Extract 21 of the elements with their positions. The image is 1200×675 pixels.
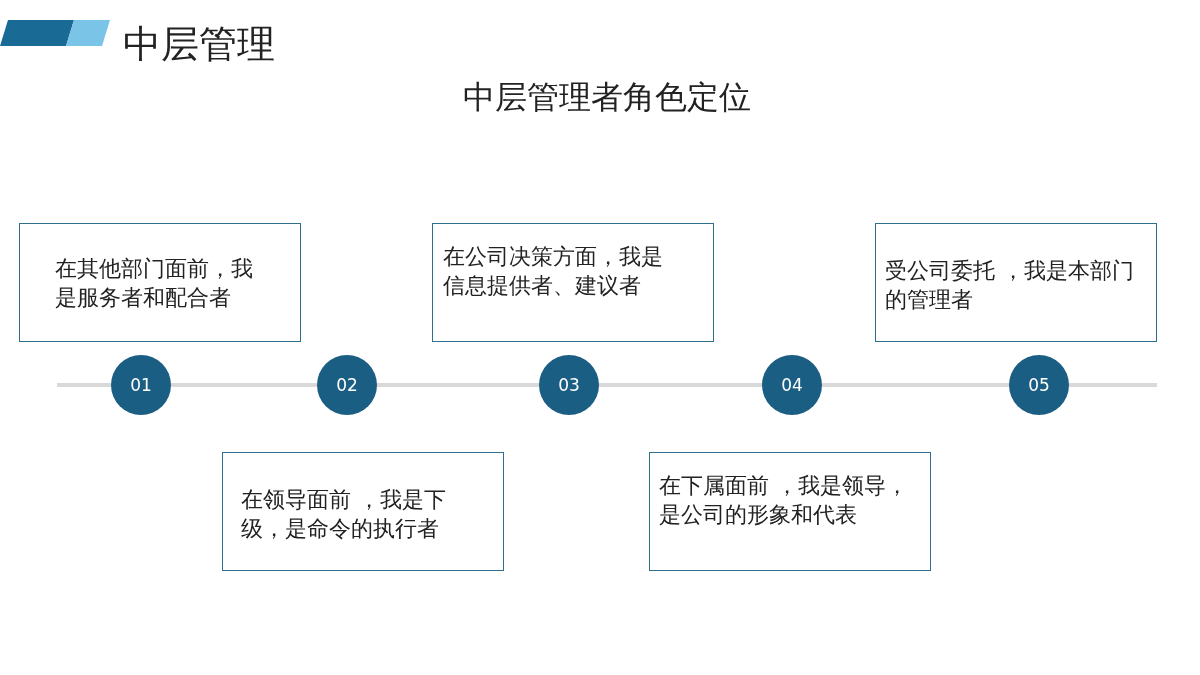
text-box (432, 223, 714, 342)
box-text: 在其他部门面前，我是服务者和配合者 (55, 255, 254, 312)
text-box (649, 452, 931, 571)
page-title: 中层管理 (123, 21, 275, 68)
text-box (875, 223, 1157, 342)
timeline-line (822, 383, 1009, 387)
timeline-line (171, 383, 317, 387)
number-circle: 01 (111, 355, 171, 415)
timeline-line (377, 383, 539, 387)
box-text: 在公司决策方面，我是信息提供者、建议者 (443, 243, 664, 300)
timeline-line (599, 383, 762, 387)
number-circle: 02 (317, 355, 377, 415)
subtitle: 中层管理者角色定位 (462, 77, 752, 118)
text-box (19, 223, 301, 342)
box-text: 在领导面前 ，我是下级，是命令的执行者 (241, 486, 447, 543)
number-circle: 03 (539, 355, 599, 415)
box-text: 在下属面前 ，我是领导，是公司的形象和代表 (659, 472, 909, 529)
text-box (222, 452, 504, 571)
box-text: 受公司委托 ，我是本部门的管理者 (885, 257, 1135, 314)
number-circle: 04 (762, 355, 822, 415)
number-circle: 05 (1009, 355, 1069, 415)
